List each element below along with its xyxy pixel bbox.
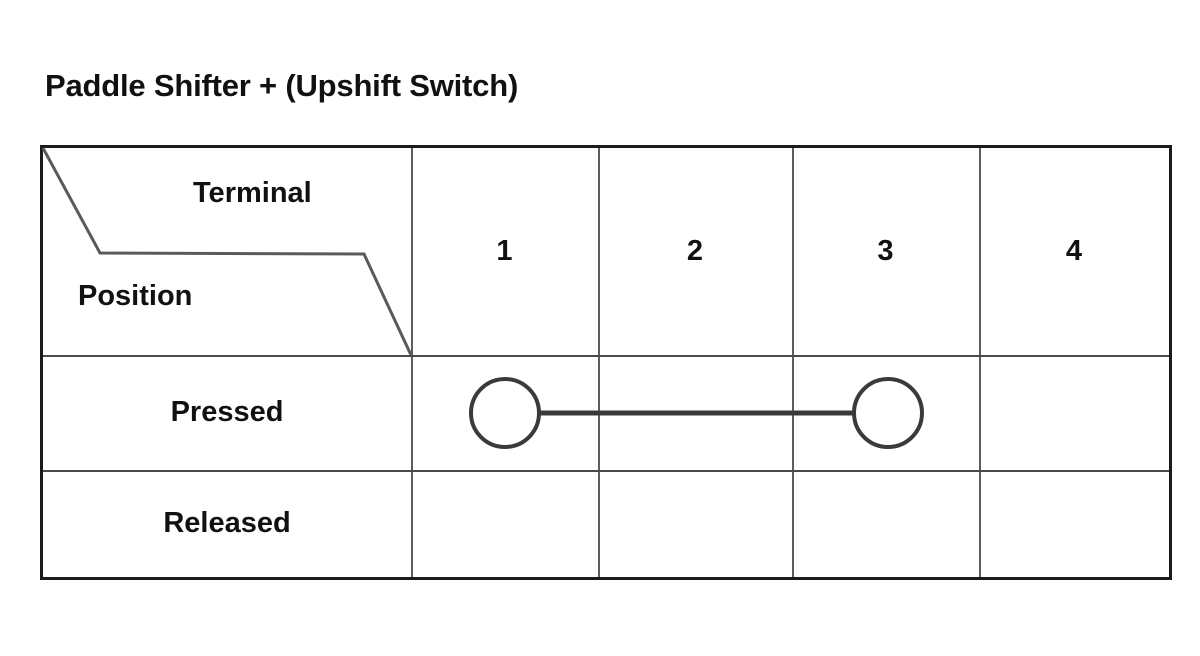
column-divider-3 [792,148,794,577]
corner-header-cell: Terminal Position [41,147,413,356]
column-divider-2 [598,148,600,577]
contact-circle-terminal-1 [469,377,541,449]
column-header-terminal-3: 3 [877,235,894,267]
page-title: Paddle Shifter + (Upshift Switch) [45,68,519,103]
column-header-terminal-1: 1 [496,235,513,267]
column-divider-4 [979,148,981,577]
row-label-pressed: Pressed [170,396,284,428]
contact-circle-terminal-3 [852,377,924,449]
column-divider-1 [411,148,413,577]
row-axis-label: Position [78,280,193,312]
row-divider-2 [43,470,1169,472]
diagonal-split-icon [41,147,413,356]
continuity-table: Terminal Position 1 2 3 4 Pressed Releas… [40,145,1172,580]
row-label-released: Released [163,507,291,539]
column-axis-label: Terminal [193,177,312,209]
column-header-terminal-2: 2 [686,235,704,267]
column-header-terminal-4: 4 [1065,235,1083,267]
row-divider-1 [43,355,1169,357]
